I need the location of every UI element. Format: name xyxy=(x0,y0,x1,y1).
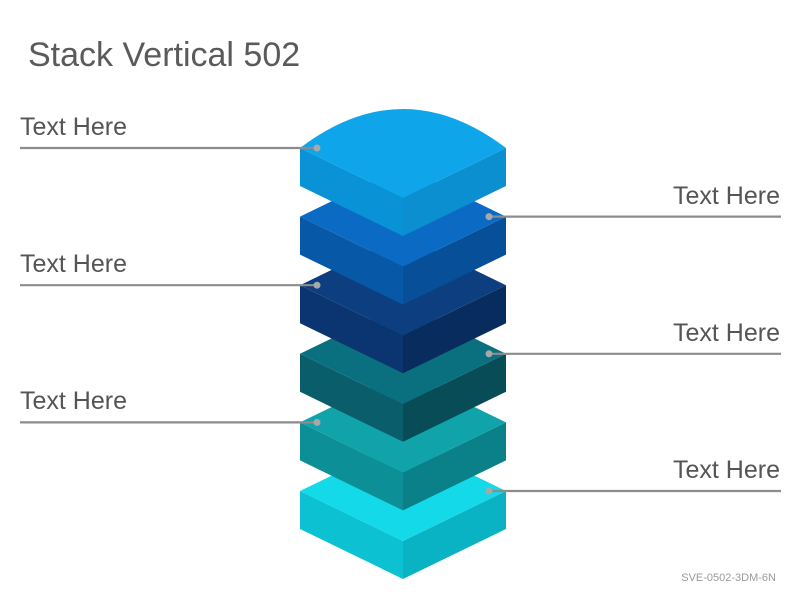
leader-dot-4 xyxy=(485,350,493,358)
layer-right-face xyxy=(403,491,506,579)
leader-lines xyxy=(20,144,781,495)
layer-label-1: Text Here xyxy=(20,113,127,141)
layer-right-face xyxy=(403,422,506,511)
layer-left-face xyxy=(300,285,403,374)
layer-left-face xyxy=(300,491,403,579)
leader-dot-3 xyxy=(313,281,321,289)
stack-layers xyxy=(300,109,506,579)
layer-right-face xyxy=(403,353,506,442)
page-title: Stack Vertical 502 xyxy=(28,36,301,74)
layer-label-5: Text Here xyxy=(20,387,127,415)
leader-dot-2 xyxy=(485,213,493,221)
leader-dot-5 xyxy=(313,418,321,426)
layer-label-3: Text Here xyxy=(20,250,127,278)
layer-label-4: Text Here xyxy=(673,319,780,347)
stack-layer-1 xyxy=(300,109,506,236)
leader-dot-6 xyxy=(485,487,493,495)
layer-right-face xyxy=(403,285,506,374)
layer-top-face xyxy=(300,109,506,198)
layer-left-face xyxy=(300,216,403,305)
leader-dot-1 xyxy=(313,144,321,152)
layer-left-face xyxy=(300,353,403,442)
layer-left-face xyxy=(300,422,403,511)
layer-label-2: Text Here xyxy=(673,182,780,210)
layer-left-face xyxy=(300,148,403,236)
slide-code: SVE-0502-3DM-6N xyxy=(681,572,776,584)
layer-right-face xyxy=(403,216,506,305)
layer-right-face xyxy=(403,148,506,236)
layer-label-6: Text Here xyxy=(673,456,780,484)
